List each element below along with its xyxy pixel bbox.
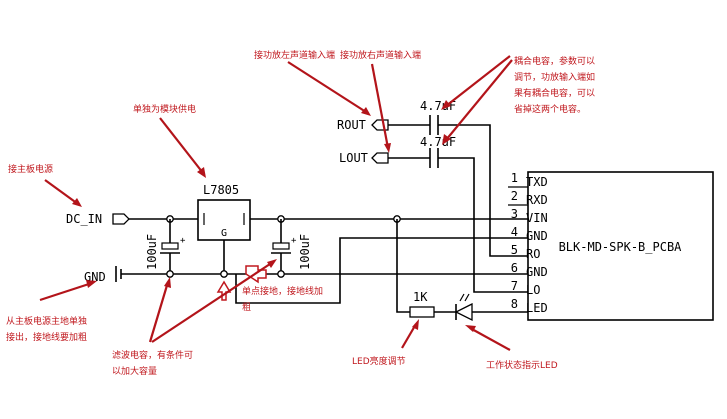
pin-6-number: 6 (511, 261, 518, 275)
arrowhead-filter-right (267, 259, 277, 268)
cap-right-label: 100uF (298, 234, 312, 270)
arrow-module-supply (159, 117, 204, 174)
note-single-point-2: 粗 (242, 301, 251, 313)
pin-8-name: LED (526, 301, 548, 315)
lout-port (371, 152, 389, 164)
note-ground-line-2: 接出，接地线要加粗 (6, 331, 87, 343)
arrow-led-brightness (401, 323, 417, 349)
lout-to-lo-wire (438, 157, 528, 293)
annotation-notes: 接主板电源 单独为模块供电 接功放左声道输入端 接功放右声道输入端 耦合电容，参… (6, 49, 595, 377)
pin-numbers: 1 2 3 4 5 6 7 8 (511, 171, 518, 311)
module-box (527, 171, 714, 321)
arrowhead-right-input (384, 143, 391, 153)
resistor-label: 1K (413, 290, 428, 304)
pin-8-number: 8 (511, 297, 518, 311)
ground-node-left-cap (166, 270, 174, 278)
arrow-status-led (469, 327, 511, 351)
module-label: BLK-MD-SPK-B_PCBA (559, 240, 683, 254)
regulator-body (197, 199, 251, 241)
arrowhead-module-supply (197, 167, 206, 178)
annotation-arrows (39, 55, 513, 351)
arrowhead-coupling-rout (441, 100, 451, 110)
pin-6-name: GND (526, 265, 548, 279)
arrow-main-power (44, 179, 79, 205)
note-coupling-4: 省掉这两个电容。 (514, 103, 586, 115)
note-main-power: 接主板电源 (8, 163, 53, 175)
lout-label: LOUT (339, 151, 368, 165)
arrow-right-input (370, 63, 390, 149)
pin-names: TXD RXD VIN GND RO GND LO LED (526, 175, 548, 315)
cap-lout-label: 4.7uF (420, 135, 456, 149)
pin-4-number: 4 (511, 225, 518, 239)
arrow-filter-left (148, 281, 170, 343)
pin-7-name: LO (526, 283, 540, 297)
pin-5-name: RO (526, 247, 540, 261)
dc-in-port (112, 213, 130, 225)
note-module-supply: 单独为模块供电 (133, 103, 196, 115)
note-coupling-3: 果有耦合电容，可以 (514, 87, 595, 99)
dc-in-label: DC_IN (66, 212, 102, 226)
arrowhead-left-input (361, 107, 371, 116)
note-filter-cap-1: 滤波电容，有条件可 (112, 349, 193, 361)
pin-2-name: RXD (526, 193, 548, 207)
note-coupling-2: 调节，功放输入端如 (514, 71, 595, 83)
note-right-input: 接功放右声道输入端 (340, 49, 421, 61)
pin-4-name: GND (526, 229, 548, 243)
led-branch-wire (396, 219, 410, 313)
arrow-ground-line (39, 281, 93, 302)
note-left-input: 接功放左声道输入端 (254, 49, 335, 61)
arrow-coupling-lout (445, 59, 513, 141)
pin-7-number: 7 (511, 279, 518, 293)
arrow-coupling-rout (445, 55, 511, 107)
note-led-brightness: LED亮度调节 (352, 355, 406, 367)
cap-right-plus: + (291, 236, 297, 246)
arrow-filter-right (151, 261, 274, 343)
note-filter-cap-2: 以加大容量 (112, 365, 157, 377)
pin-3-name: VIN (526, 211, 548, 225)
regulator-label: L7805 (203, 183, 239, 197)
regulator-g-label: G (221, 228, 227, 239)
gnd-pin4-wire (235, 237, 528, 304)
cap-left-plate-top (161, 242, 179, 250)
note-ground-line-1: 从主板电源主地单独 (6, 315, 87, 327)
ground-node-right-cap (277, 270, 285, 278)
rout-port (371, 119, 389, 131)
arrowhead-coupling-lout (442, 134, 451, 145)
note-coupling-1: 耦合电容，参数可以 (514, 55, 595, 67)
ground-node-regulator (220, 270, 228, 278)
pin-1-name: TXD (526, 175, 548, 189)
cap-left-plus: + (180, 236, 186, 246)
pin-3-number: 3 (511, 207, 518, 221)
arrowhead-ground-line (86, 280, 97, 288)
cap-right-plate-top (272, 242, 290, 250)
pin-5-number: 5 (511, 243, 518, 257)
pin-2-number: 2 (511, 189, 518, 203)
led-emission-rays (459, 293, 470, 302)
arrowhead-main-power (72, 198, 82, 207)
led-diode-triangle (454, 302, 473, 322)
resistor-body (409, 306, 435, 318)
note-status-led: 工作状态指示LED (486, 359, 558, 371)
cap-left-label: 100uF (145, 234, 159, 270)
arrowhead-status-led (465, 325, 476, 332)
rout-label: ROUT (337, 118, 366, 132)
arrowhead-led-brightness (412, 319, 419, 330)
note-single-point-1: 单点接地，接地线加 (242, 285, 323, 297)
pin-1-number: 1 (511, 171, 518, 185)
arrowhead-filter-left (164, 277, 171, 288)
rout-to-ro-wire (438, 124, 528, 257)
arrow-left-input (287, 61, 367, 113)
